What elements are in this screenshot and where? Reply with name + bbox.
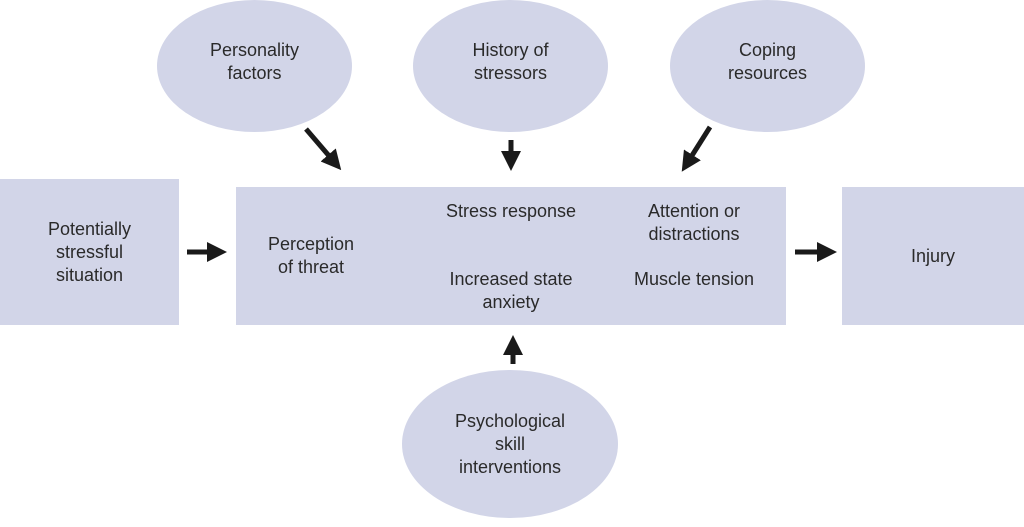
stress-response-label: Stress response xyxy=(445,201,577,221)
injury-node: Injury xyxy=(842,187,1024,325)
psychological-skill-interventions-label: Psychological skill interventions xyxy=(454,410,566,477)
history-of-stressors-node: History of stressors xyxy=(413,0,608,132)
muscle-tension-label: Muscle tension xyxy=(633,269,755,289)
perception-of-threat-label: Perception of threat xyxy=(267,234,355,277)
coping-resources-node: Coping resources xyxy=(670,0,865,132)
increased-state-anxiety-label: Increased state anxiety xyxy=(449,269,573,312)
personality-factors-label: Personality factors xyxy=(209,40,300,83)
coping-resources-label: Coping resources xyxy=(727,40,808,83)
personality-factors-node: Personality factors xyxy=(157,0,352,132)
potentially-stressful-situation-node: Potentially stressful situation xyxy=(0,179,179,325)
potentially-stressful-situation-label: Potentially stressful situation xyxy=(47,218,132,285)
arrow-coping-to-attention xyxy=(681,125,713,172)
attention-or-distractions-label: Attention or distractions xyxy=(647,201,741,244)
arrow-personality-to-perception xyxy=(304,127,342,171)
stress-response-box xyxy=(236,187,786,325)
history-of-stressors-label: History of stressors xyxy=(472,40,549,83)
injury-label: Injury xyxy=(910,245,955,266)
psychological-skill-interventions-node: Psychological skill interventions xyxy=(402,370,618,518)
